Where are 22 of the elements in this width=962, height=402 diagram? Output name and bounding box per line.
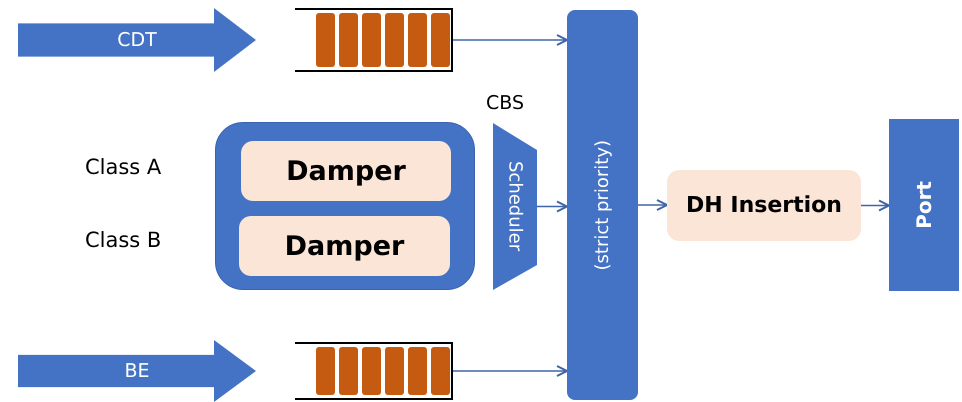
port-box (889, 119, 959, 291)
damper-label: Damper (284, 230, 404, 262)
class-label: Class B (85, 228, 162, 252)
arrow (861, 200, 890, 212)
flow-label: BE (124, 360, 150, 382)
priority-bar (567, 10, 638, 400)
arrow (638, 199, 668, 211)
arrow (453, 34, 568, 46)
damper-box (241, 141, 451, 201)
priority-label: (strict priority) (592, 140, 613, 270)
scheduler-label: Scheduler (504, 161, 526, 252)
port-label: Port (912, 181, 936, 229)
flow-label: CDT (117, 29, 157, 51)
insertion-label: DH Insertion (686, 193, 842, 218)
process-box (667, 170, 861, 241)
arrow (453, 365, 568, 377)
class-label: Class A (85, 155, 162, 179)
damper-label: Damper (286, 156, 406, 186)
damper-box (239, 216, 450, 276)
arrow (537, 200, 568, 212)
node-caption: CBS (486, 92, 524, 114)
damper-group-box (215, 122, 475, 290)
